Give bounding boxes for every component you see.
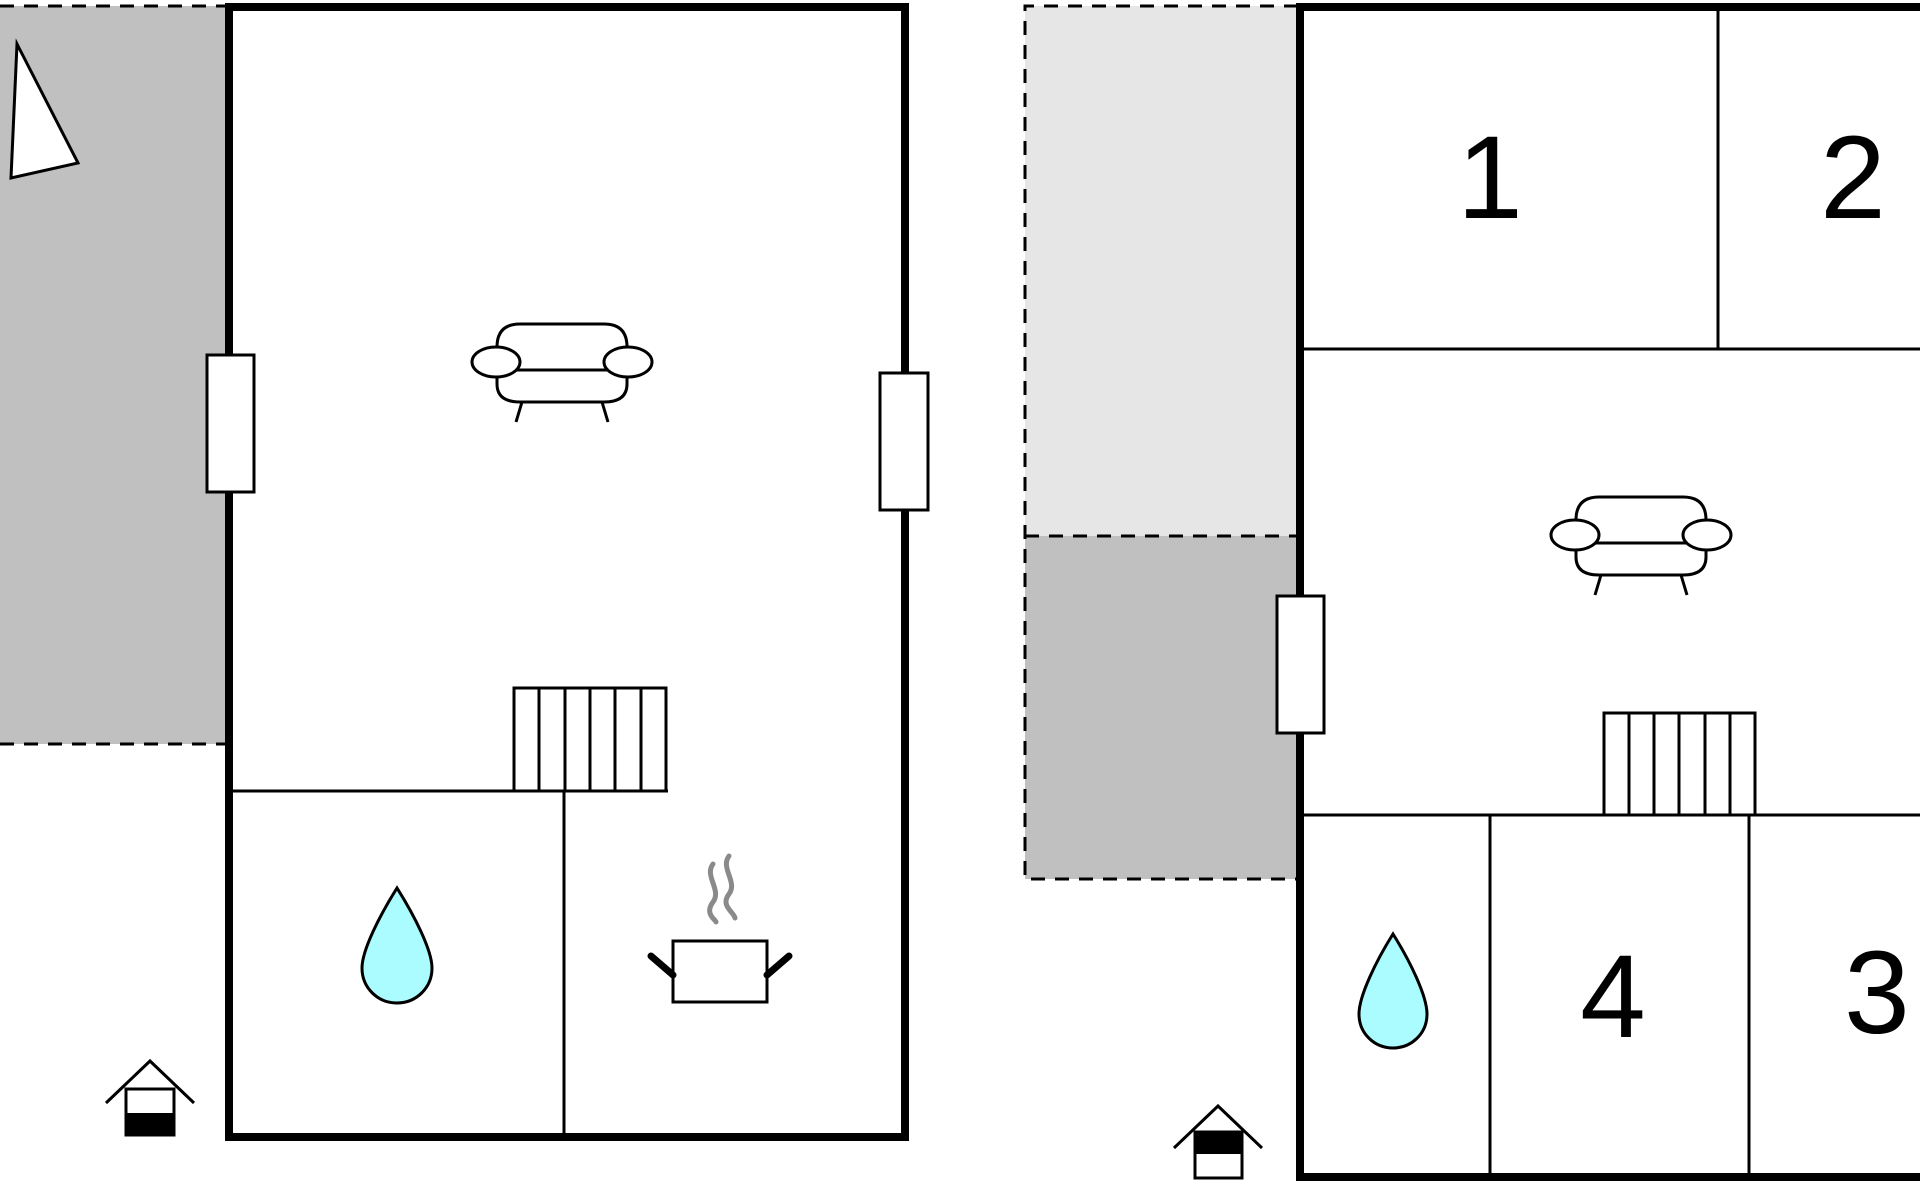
cooking-pot-icon xyxy=(647,853,793,1004)
house-entrance-icon xyxy=(104,1058,196,1137)
water-drop-icon xyxy=(360,885,434,1005)
north-arrow-icon xyxy=(9,38,81,180)
room-number-1: 1 xyxy=(1457,112,1523,244)
room-number-3: 3 xyxy=(1844,927,1910,1059)
window xyxy=(205,353,256,494)
ground-floor xyxy=(0,3,930,1141)
house-outer-wall-left xyxy=(225,3,909,1141)
house-entrance-icon xyxy=(1172,1103,1264,1180)
stairs-icon xyxy=(1602,711,1757,817)
terrace-upper-light xyxy=(1025,6,1298,536)
terrace-upper-dark xyxy=(1025,536,1298,879)
upper-floor: 1 2 4 3 xyxy=(1023,3,1920,1181)
terrace-left-outline xyxy=(0,4,227,746)
stairs-icon xyxy=(512,686,668,793)
room-number-4: 4 xyxy=(1580,931,1646,1063)
window xyxy=(1275,594,1326,735)
sofa-icon xyxy=(1549,495,1733,596)
water-drop-icon xyxy=(1357,931,1429,1050)
house-outer-wall-right xyxy=(1296,3,1920,1181)
room-number-2: 2 xyxy=(1820,112,1886,244)
terrace-upper-outline xyxy=(1023,4,1298,881)
window xyxy=(878,371,930,512)
sofa-icon xyxy=(470,322,654,423)
